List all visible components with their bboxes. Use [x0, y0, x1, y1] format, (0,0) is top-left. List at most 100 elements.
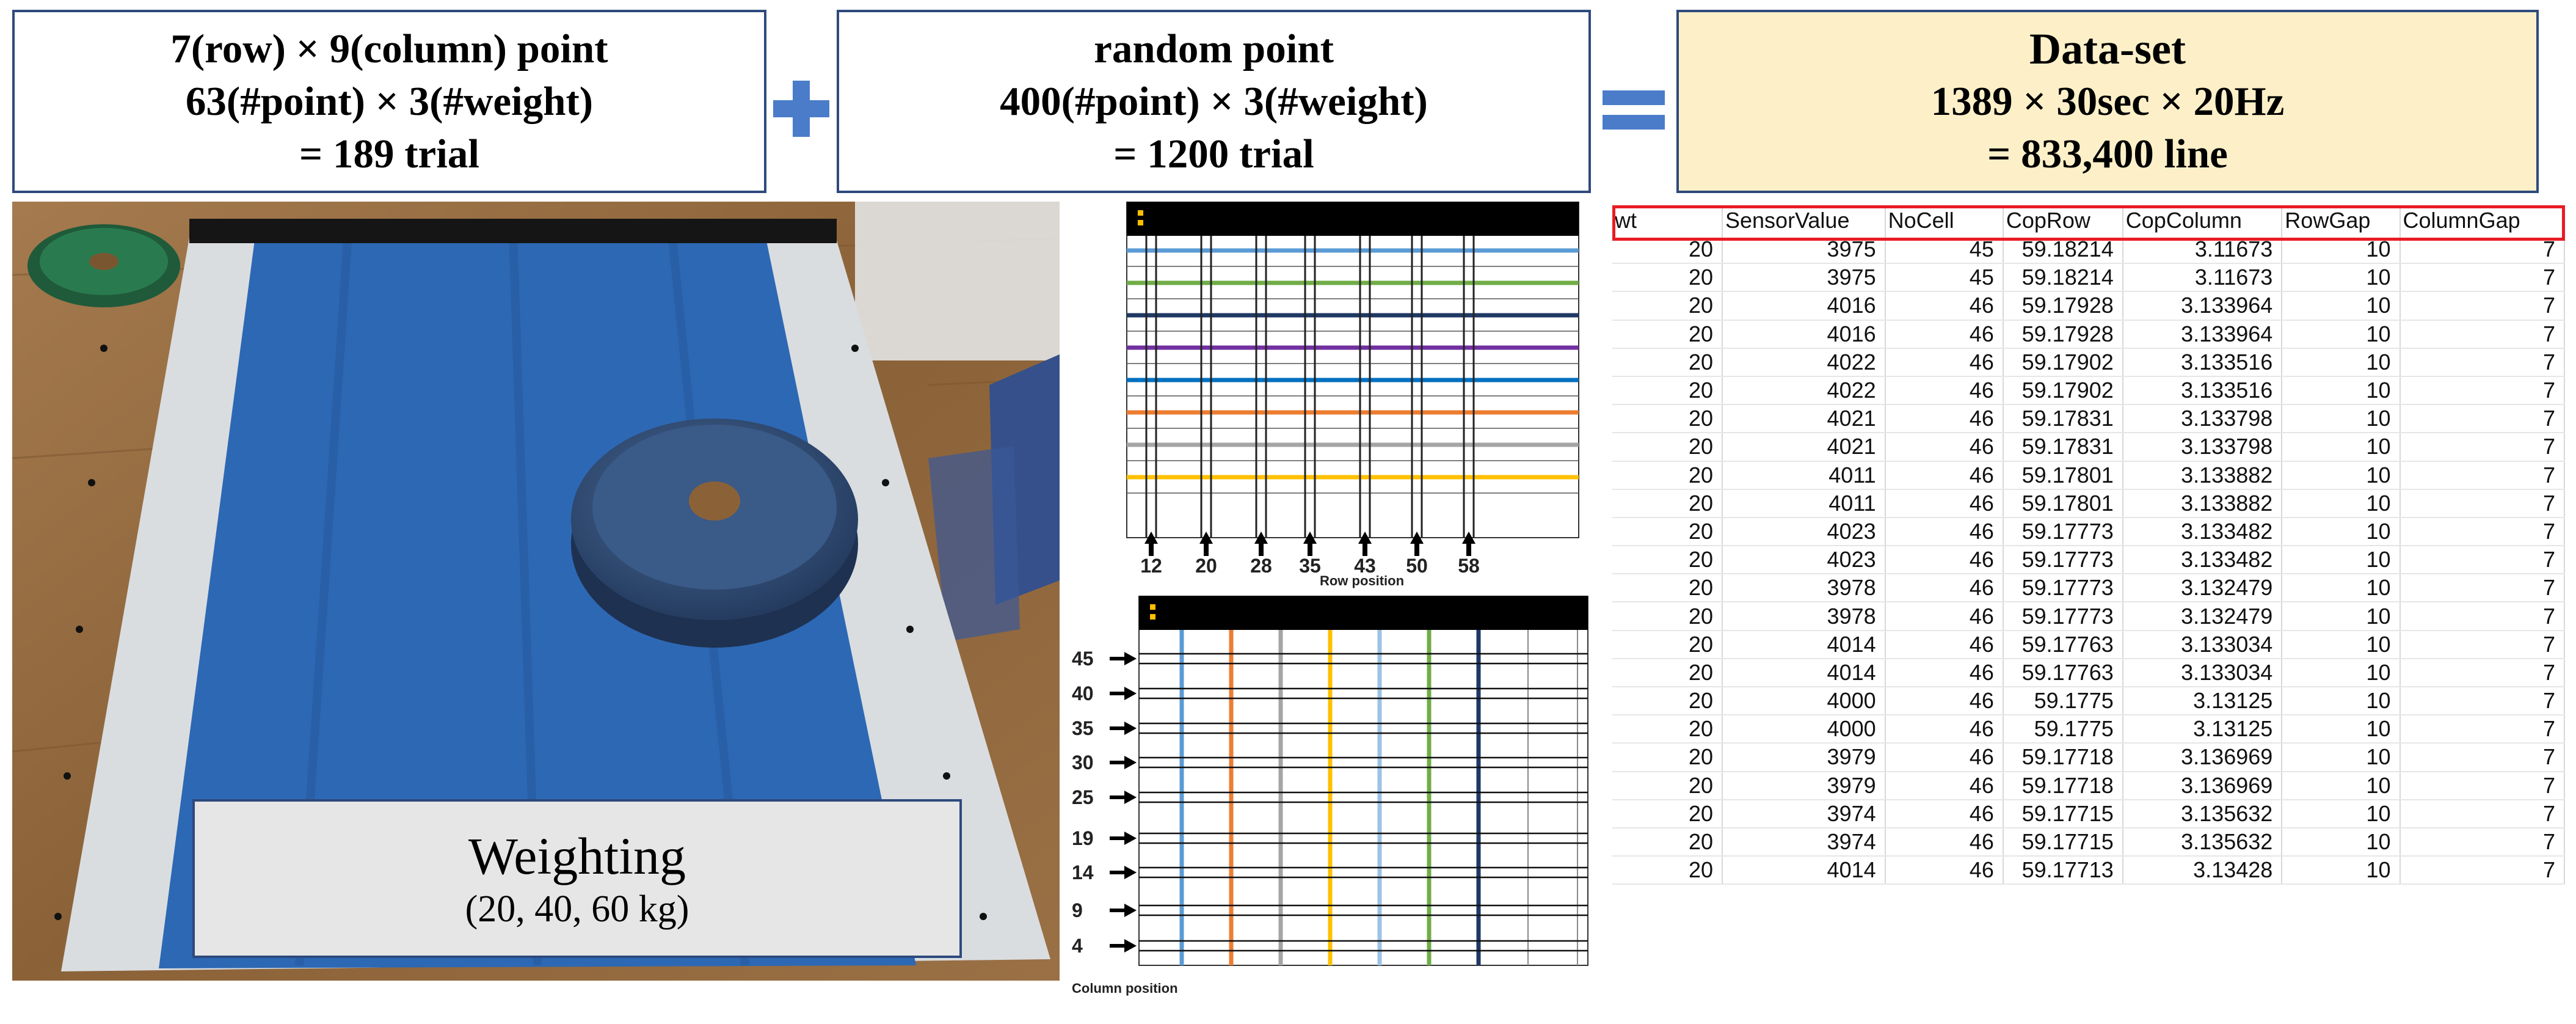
table-cell: 59.17713: [2003, 856, 2123, 885]
table-cell: 46: [1885, 433, 2004, 462]
row-arrow-icon: [1199, 532, 1213, 544]
table-cell: 3.13125: [2122, 687, 2283, 716]
column-header: SensorValue: [1722, 205, 1886, 236]
table-cell: 7: [2400, 715, 2566, 744]
column-arrow-shaft: [1110, 909, 1126, 912]
table-cell: 3.136969: [2122, 743, 2283, 772]
table-cell: 20: [1612, 489, 1723, 518]
column-arrow-shaft: [1110, 944, 1126, 948]
row-position-label: 28: [1250, 555, 1272, 577]
table-cell: 59.18214: [2003, 263, 2123, 293]
table-cell: 46: [1885, 320, 2004, 349]
column-arrow-shaft: [1110, 726, 1126, 730]
table-cell: 46: [1885, 658, 2004, 688]
table-cell: 3979: [1722, 743, 1886, 772]
column-header: RowGap: [2282, 205, 2401, 236]
table-cell: 10: [2282, 433, 2401, 462]
table-cell: 4022: [1722, 376, 1886, 406]
table-cell: 20: [1612, 602, 1723, 631]
table-cell: 20: [1612, 404, 1723, 434]
table-cell: 59.17763: [2003, 658, 2123, 688]
column-arrow-icon: [1124, 866, 1137, 879]
table-cell: 4016: [1722, 320, 1886, 349]
table-cell: 45: [1885, 236, 2004, 265]
table-cell: 10: [2282, 799, 2401, 828]
table-cell: 3.13428: [2122, 856, 2283, 885]
table-cell: 46: [1885, 348, 2004, 377]
column-header: CopColumn: [2122, 205, 2283, 236]
row-arrow-icon: [1144, 532, 1158, 544]
table-cell: 59.17831: [2003, 404, 2123, 434]
table-cell: 10: [2282, 263, 2401, 293]
table-cell: 7: [2400, 687, 2566, 716]
table-cell: 4023: [1722, 546, 1886, 575]
table-cell: 7: [2400, 517, 2566, 547]
table-cell: 10: [2282, 574, 2401, 603]
table-cell: 3.133482: [2122, 546, 2283, 575]
table-cell: 20: [1612, 630, 1723, 659]
table-cell: 7: [2400, 602, 2566, 631]
plus-icon: [773, 81, 829, 137]
table-cell: 10: [2282, 404, 2401, 434]
table-cell: 10: [2282, 376, 2401, 406]
table-cell: 46: [1885, 574, 2004, 603]
table-cell: 4021: [1722, 404, 1886, 434]
table-cell: 4014: [1722, 630, 1886, 659]
table-cell: 20: [1612, 263, 1723, 293]
weighting-label: Weighting (20, 40, 60 kg): [192, 799, 962, 958]
table-cell: 4021: [1722, 433, 1886, 462]
table-cell: 10: [2282, 715, 2401, 744]
table-cell: 3.135632: [2122, 799, 2283, 828]
table-cell: 4011: [1722, 489, 1886, 518]
table-cell: 46: [1885, 799, 2004, 828]
dataset-box: Data-set 1389 × 30sec × 20Hz = 833,400 l…: [1676, 10, 2539, 193]
table-cell: 10: [2282, 546, 2401, 575]
table-cell: 4014: [1722, 658, 1886, 688]
table-cell: 7: [2400, 263, 2566, 293]
row-position-label: 58: [1458, 555, 1480, 577]
table-cell: 20: [1612, 743, 1723, 772]
table-cell: 3.133798: [2122, 404, 2283, 434]
table-cell: 10: [2282, 658, 2401, 688]
table-cell: 59.17718: [2003, 771, 2123, 800]
dataset-title: Data-set: [2029, 24, 2186, 73]
column-chart-header: [1139, 596, 1588, 630]
table-cell: 46: [1885, 687, 2004, 716]
row-chart-header: [1127, 202, 1579, 236]
column-header: wt: [1612, 205, 1723, 236]
random-points-line3: = 1200 trial: [1113, 131, 1314, 177]
table-cell: 59.17902: [2003, 376, 2123, 406]
row-arrow-shaft: [1363, 543, 1367, 556]
table-cell: 3.133516: [2122, 348, 2283, 377]
table-cell: 3974: [1722, 799, 1886, 828]
table-cell: 20: [1612, 291, 1723, 321]
sensor-mat-photo: Weighting (20, 40, 60 kg): [12, 202, 1060, 981]
grid-points-box: 7(row) × 9(column) point 63(#point) × 3(…: [12, 10, 766, 193]
column-arrow-icon: [1124, 687, 1137, 700]
table-cell: 3.133964: [2122, 320, 2283, 349]
table-cell: 59.1775: [2003, 687, 2123, 716]
table-cell: 3.135632: [2122, 827, 2283, 857]
dataset-line3: = 833,400 line: [1987, 131, 2228, 177]
dataset-line2: 1389 × 30sec × 20Hz: [1930, 79, 2285, 124]
table-cell: 20: [1612, 827, 1723, 857]
table-cell: 46: [1885, 517, 2004, 547]
table-cell: 7: [2400, 320, 2566, 349]
table-cell: 3975: [1722, 236, 1886, 265]
table-cell: 20: [1612, 771, 1723, 800]
table-cell: 3.133882: [2122, 461, 2283, 490]
row-arrow-shaft: [1259, 543, 1264, 556]
table-cell: 46: [1885, 856, 2004, 885]
table-cell: 59.17801: [2003, 489, 2123, 518]
